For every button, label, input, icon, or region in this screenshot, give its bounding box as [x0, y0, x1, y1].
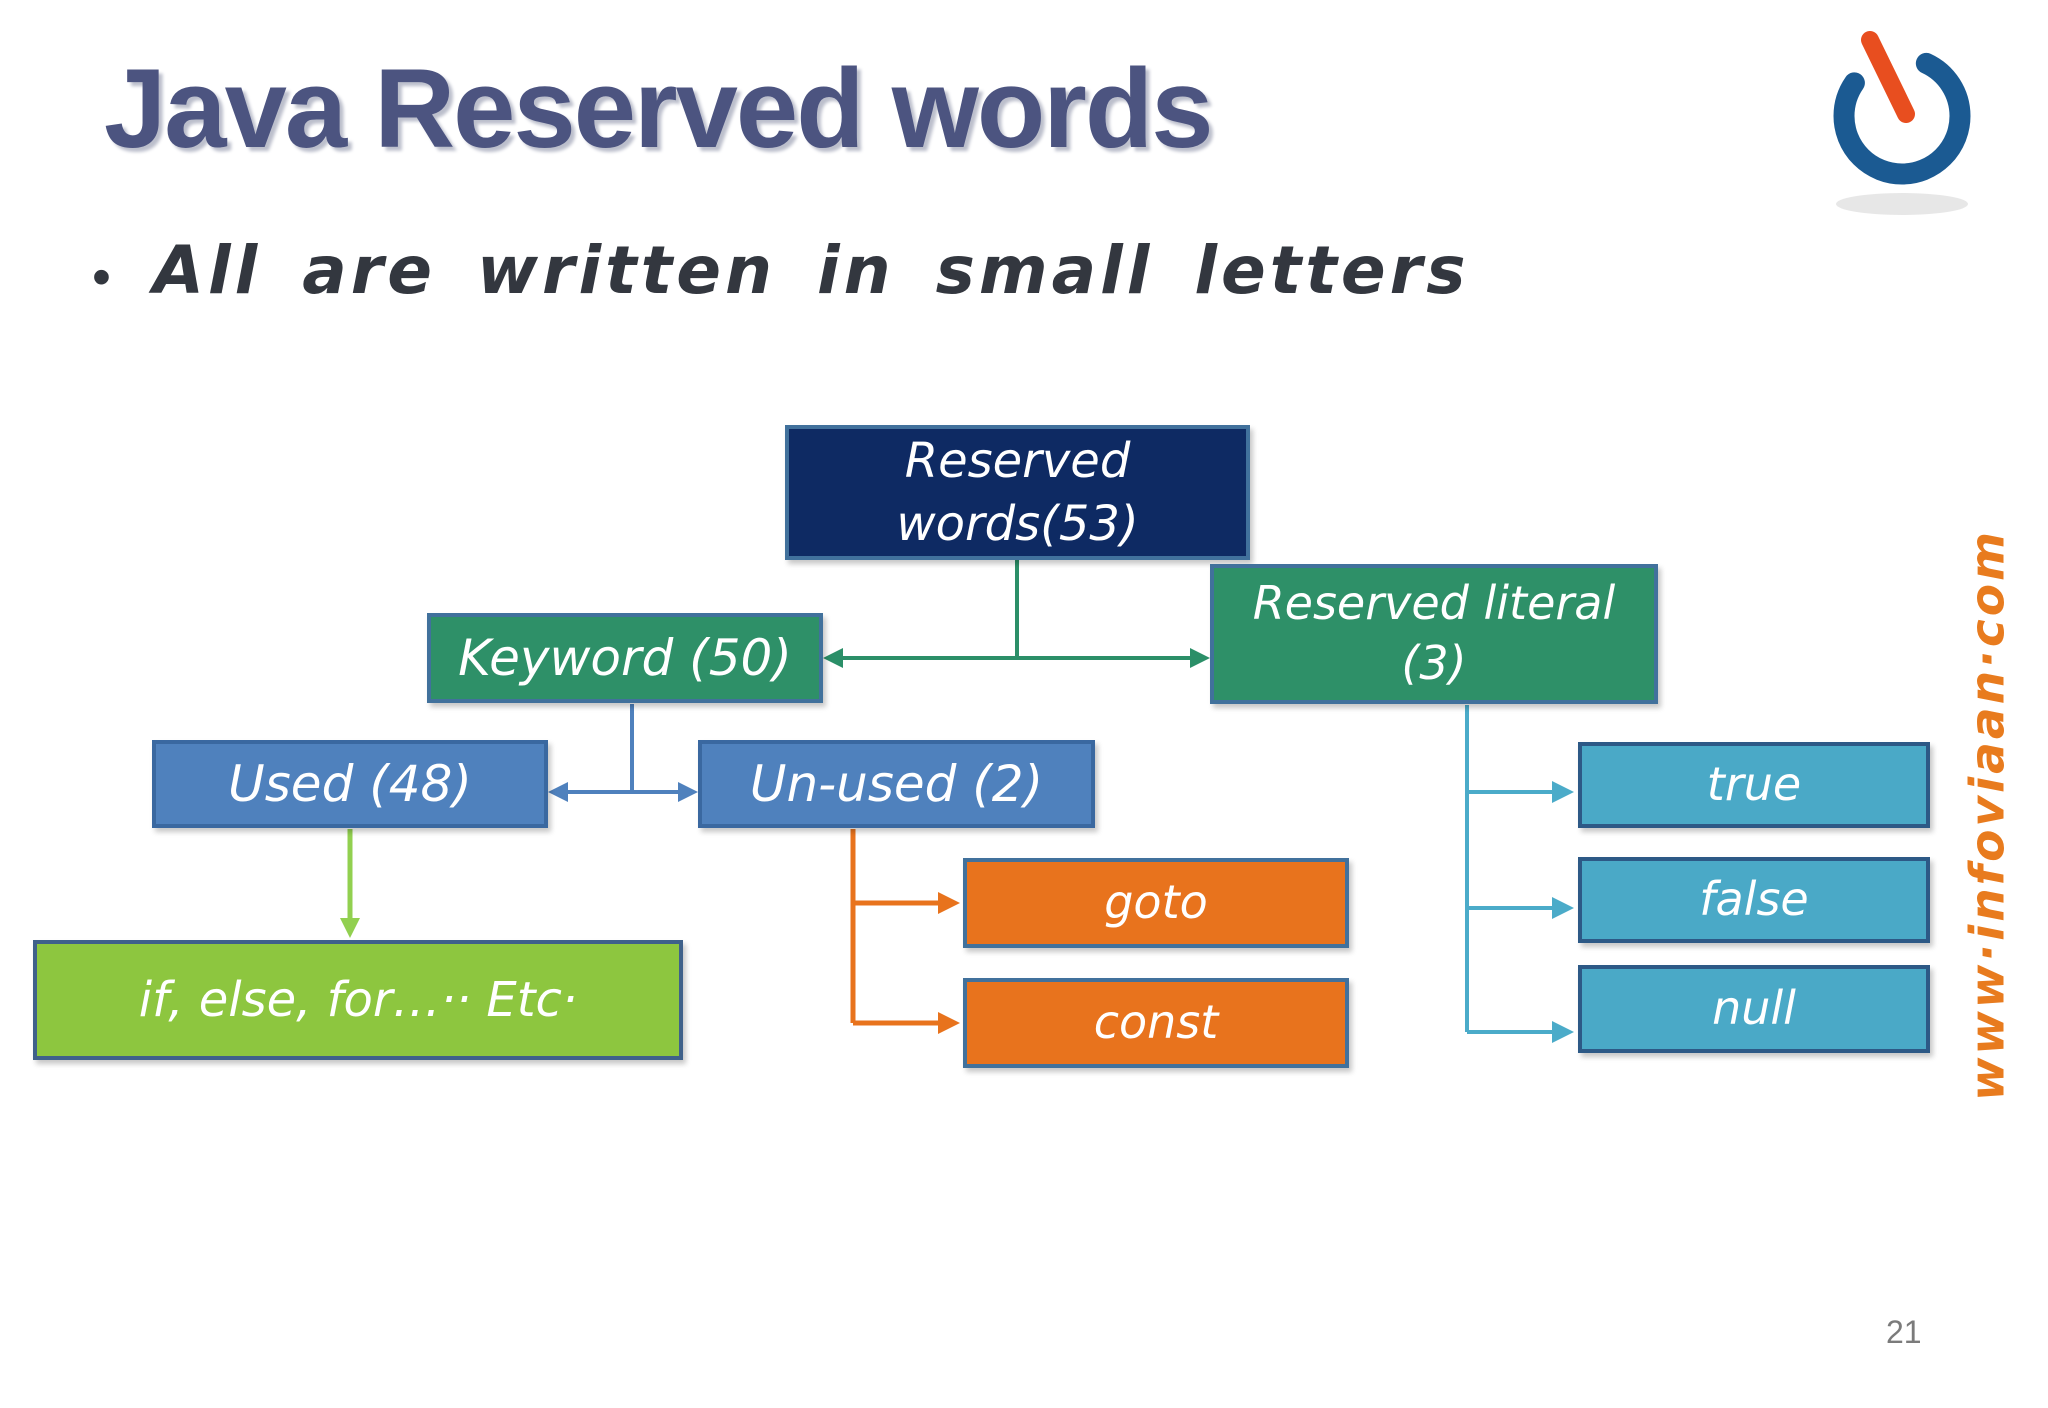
logo-shadow — [1836, 193, 1968, 215]
node-goto-label: goto — [1104, 875, 1208, 930]
connector-unused-branch — [850, 829, 960, 1034]
node-null: null — [1578, 965, 1930, 1053]
node-true-label: true — [1706, 757, 1802, 812]
node-used-examples: if, else, for…·· Etc· — [33, 940, 683, 1060]
node-reserved-literal: Reserved literal (3) — [1210, 564, 1658, 704]
page-title: Java Reserved words — [104, 46, 1214, 171]
node-goto: goto — [963, 858, 1349, 948]
connector-used-branch — [340, 829, 360, 938]
node-const-label: const — [1093, 995, 1219, 1050]
node-reserved-words-label: Reserved words(53) — [896, 433, 1139, 552]
node-true: true — [1578, 742, 1930, 828]
bullet-text: All are written in small letters — [152, 232, 1470, 309]
node-const: const — [963, 978, 1349, 1068]
node-used-examples-label: if, else, for…·· Etc· — [138, 971, 578, 1028]
node-reserved-literal-label: Reserved literal (3) — [1252, 576, 1616, 690]
connector-top-split — [823, 560, 1210, 668]
bullet-marker: • — [92, 247, 111, 307]
logo-ring — [1833, 47, 1971, 185]
node-null-label: null — [1712, 981, 1796, 1036]
logo-power-stroke — [1861, 31, 1915, 123]
watermark-url: www·infoviaan·com — [1960, 528, 2016, 1102]
node-unused: Un-used (2) — [698, 740, 1095, 828]
connector-literal-branch — [1465, 705, 1574, 1043]
node-unused-label: Un-used (2) — [749, 754, 1044, 813]
node-used: Used (48) — [152, 740, 548, 828]
node-keyword: Keyword (50) — [427, 613, 823, 703]
node-keyword-label: Keyword (50) — [458, 628, 792, 687]
node-reserved-words: Reserved words(53) — [785, 425, 1250, 560]
infoviaan-power-logo-icon — [1833, 31, 1971, 215]
node-false: false — [1578, 857, 1930, 943]
node-used-label: Used (48) — [228, 754, 472, 813]
page-number: 21 — [1886, 1314, 1922, 1350]
connector-keyword-split — [548, 704, 698, 802]
bullet-item: • All are written in small letters — [92, 232, 1470, 322]
node-false-label: false — [1699, 872, 1809, 927]
